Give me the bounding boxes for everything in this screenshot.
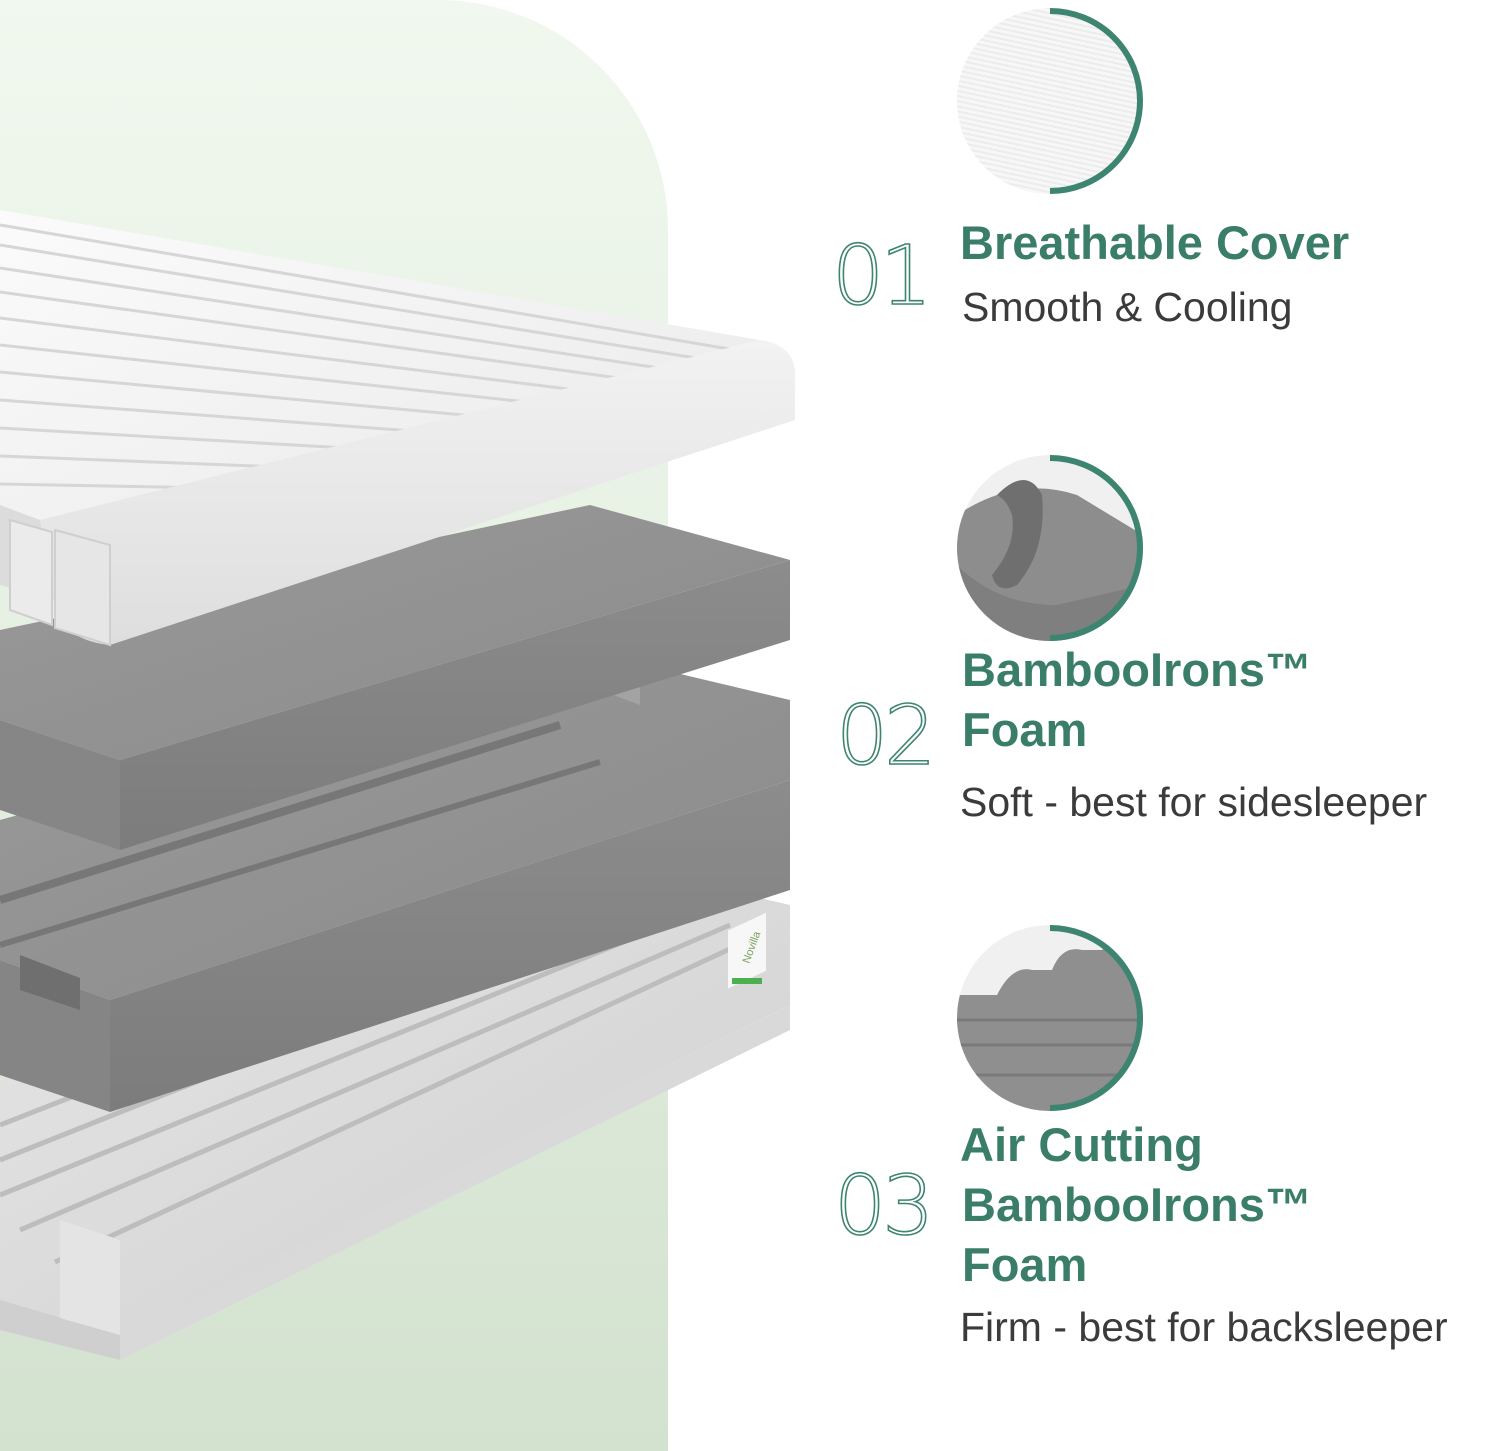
feature-title: Foam xyxy=(962,1238,1088,1291)
feature-number: 01 xyxy=(831,229,933,324)
feature-number: 03 xyxy=(833,1159,935,1254)
feature-subtitle: Soft - best for sidesleeper xyxy=(960,779,1428,825)
base-tray-layer: Novilla xyxy=(0,870,790,1360)
feature-subtitle: Firm - best for backsleeper xyxy=(960,1304,1448,1350)
mattress-layers-illustration: Novilla xyxy=(0,210,795,1360)
feature-title: Air Cutting xyxy=(960,1118,1203,1171)
feature-number: 02 xyxy=(835,689,937,784)
soft-foam-layer xyxy=(0,505,790,850)
air-cut-foam-layer xyxy=(0,655,790,1112)
breathable-cover-layer xyxy=(0,210,795,647)
brand-tag: Novilla xyxy=(728,912,766,989)
feature-title: Foam xyxy=(962,703,1088,756)
feature-title: BambooIrons™ xyxy=(962,1178,1312,1231)
feature-subtitle: Smooth & Cooling xyxy=(962,284,1293,330)
feature-title: BambooIrons™ xyxy=(962,643,1312,696)
feature-title: Breathable Cover xyxy=(960,216,1350,269)
